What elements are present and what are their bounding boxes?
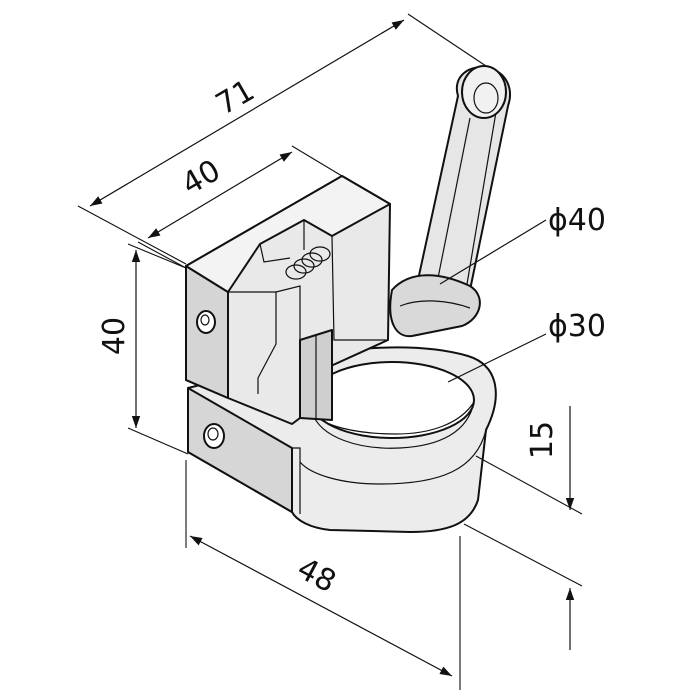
dimension-label-48: 48 bbox=[291, 551, 341, 600]
dimension-label-phi30: ϕ30 bbox=[548, 309, 606, 344]
lever-handle bbox=[389, 65, 511, 338]
dimension-bore-diameter: ϕ30 bbox=[447, 309, 606, 383]
dimension-clamp-height: 40 bbox=[97, 243, 189, 455]
dimension-outer-diameter: ϕ40 bbox=[439, 203, 606, 285]
dimension-label-15: 15 bbox=[525, 421, 560, 459]
dimension-label-71: 71 bbox=[210, 73, 261, 122]
spring bbox=[285, 246, 331, 280]
clamp-part bbox=[185, 65, 511, 533]
dimension-label-40-side: 40 bbox=[97, 317, 132, 355]
dimension-ring-height: 15 bbox=[463, 406, 583, 650]
dimension-label-phi40: ϕ40 bbox=[548, 203, 606, 238]
